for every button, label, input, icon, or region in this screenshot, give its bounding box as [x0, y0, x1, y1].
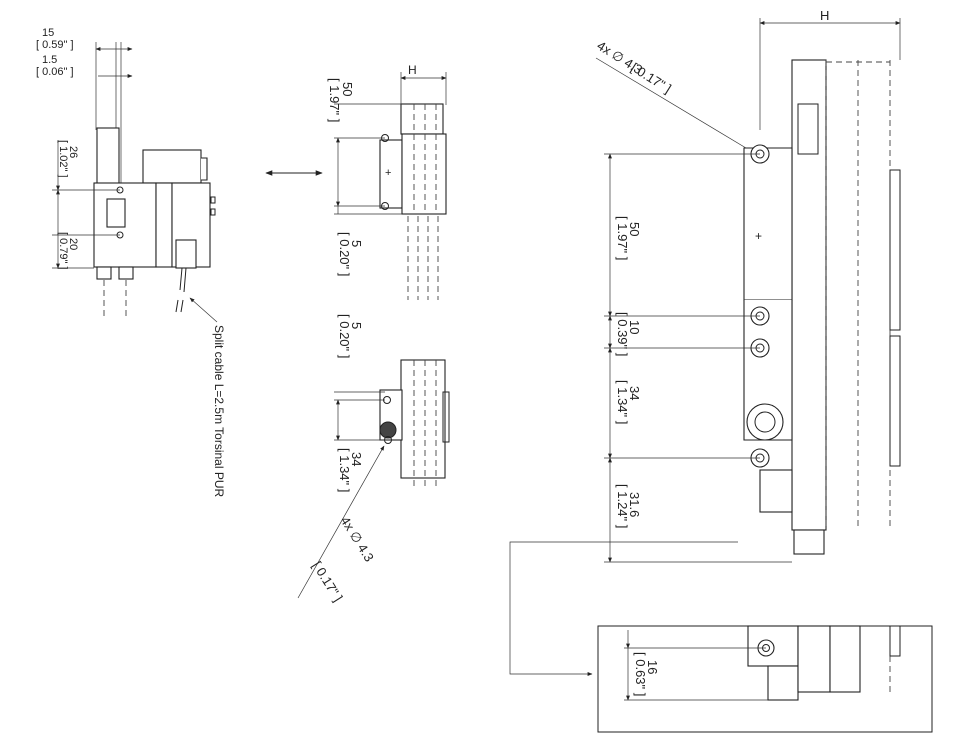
- cable-gland: [175, 239, 197, 269]
- dim-5b-label: 5: [349, 322, 364, 329]
- center-mark: +: [755, 229, 762, 243]
- dim-16-label: 16: [645, 660, 660, 674]
- dim-26-inch-label: [ 1.02" ]: [57, 140, 69, 178]
- dim-31-6-inch-label: [ 1.24" ]: [615, 484, 630, 528]
- dim-5b-inch-label: [ 0.20" ]: [337, 314, 352, 358]
- dim-h-right-label: H: [820, 8, 829, 23]
- dim-10-label: 10: [627, 320, 642, 334]
- label-window: [106, 198, 126, 228]
- supply-port: [746, 403, 784, 441]
- center-mark: +: [385, 167, 391, 179]
- side-rail: [889, 169, 901, 331]
- dim-34-right-inch-label: [ 1.34" ]: [615, 380, 630, 424]
- dim-50-inch-label: [ 1.97" ]: [327, 78, 342, 122]
- valve-top: [400, 103, 444, 135]
- hole-callout-inch: [ 0.17" ]: [309, 559, 345, 605]
- detail-leader: [509, 541, 738, 676]
- dim-1-5-label: 1.5: [42, 54, 57, 66]
- top-view: H + 50 [ 1.97" ] 5 [ 0.20": [297, 63, 450, 605]
- cable-note: Split cable L=2.5m Torsinal PUR: [212, 325, 226, 498]
- port-fitting: [793, 529, 825, 555]
- connector-housing: [142, 149, 202, 184]
- dim-h-label: H: [408, 63, 417, 77]
- coil-housing: [96, 127, 120, 187]
- valve-stack: [401, 133, 447, 215]
- detail-valve: [829, 625, 861, 693]
- fitting: [96, 266, 112, 280]
- dim-34-inch-label: [ 1.34" ]: [337, 448, 352, 492]
- side-rail: [889, 335, 901, 467]
- detail-rail: [889, 625, 901, 657]
- hole-leader-right: [595, 57, 757, 155]
- dim-16-inch-label: [ 0.63" ]: [633, 652, 648, 696]
- dim-50-right-label: 50: [627, 222, 642, 236]
- dim-1-5-inch-label: [ 0.06" ]: [36, 66, 74, 78]
- dim-5-inch-label: [ 0.20" ]: [337, 232, 352, 276]
- side-view: 15 [ 0.59" ] 1.5 [ 0.06" ] 26 [ 1.02" ]: [36, 27, 226, 498]
- port-pin: [210, 196, 216, 204]
- detail-foot: [767, 665, 799, 701]
- dim-15-label: 15: [42, 27, 54, 39]
- front-view: H 4x ∅ 4.3 [ 0.17" ] +: [509, 8, 901, 676]
- supply-port-inner: [754, 411, 776, 433]
- dim-34-right-label: 34: [627, 386, 642, 400]
- end-plate-upper: [743, 147, 793, 301]
- split-cable: [179, 267, 187, 293]
- dim-5-label: 5: [349, 240, 364, 247]
- end-plate-foot: [759, 469, 793, 513]
- dim-26-label: 26: [67, 146, 79, 158]
- valve-column: [791, 59, 827, 531]
- split-cable-break: [175, 299, 184, 313]
- hole-callout: 4x ∅ 4.3: [337, 514, 376, 565]
- connector-tab: [201, 157, 208, 181]
- dim-20-label: 20: [67, 238, 79, 250]
- cable-leader: [189, 297, 218, 323]
- end-plate-mid: [743, 300, 793, 441]
- hole-callout-right-inch: [ 0.17" ]: [628, 60, 674, 96]
- dim-20-inch-label: [ 0.79" ]: [57, 232, 69, 270]
- dim-34-label: 34: [349, 452, 364, 466]
- dim-50-right-inch-label: [ 1.97" ]: [615, 216, 630, 260]
- solenoid-window: [797, 103, 819, 155]
- side-tab: [442, 391, 450, 443]
- dim-15-inch-label: [ 0.59" ]: [36, 39, 74, 51]
- valve-stack-lower: [400, 359, 446, 479]
- port-pin: [210, 208, 216, 216]
- pilot-port: [379, 421, 397, 439]
- dim-10-inch-label: [ 0.39" ]: [615, 312, 630, 356]
- dim-50-label: 50: [340, 82, 355, 96]
- valve-section: [155, 182, 173, 268]
- detail-valve: [797, 625, 831, 693]
- hole-leader: [297, 445, 385, 599]
- fitting: [118, 266, 134, 280]
- dim-31-6-label: 31.6: [627, 492, 642, 517]
- detail-view: 16 [ 0.63" ]: [597, 625, 933, 733]
